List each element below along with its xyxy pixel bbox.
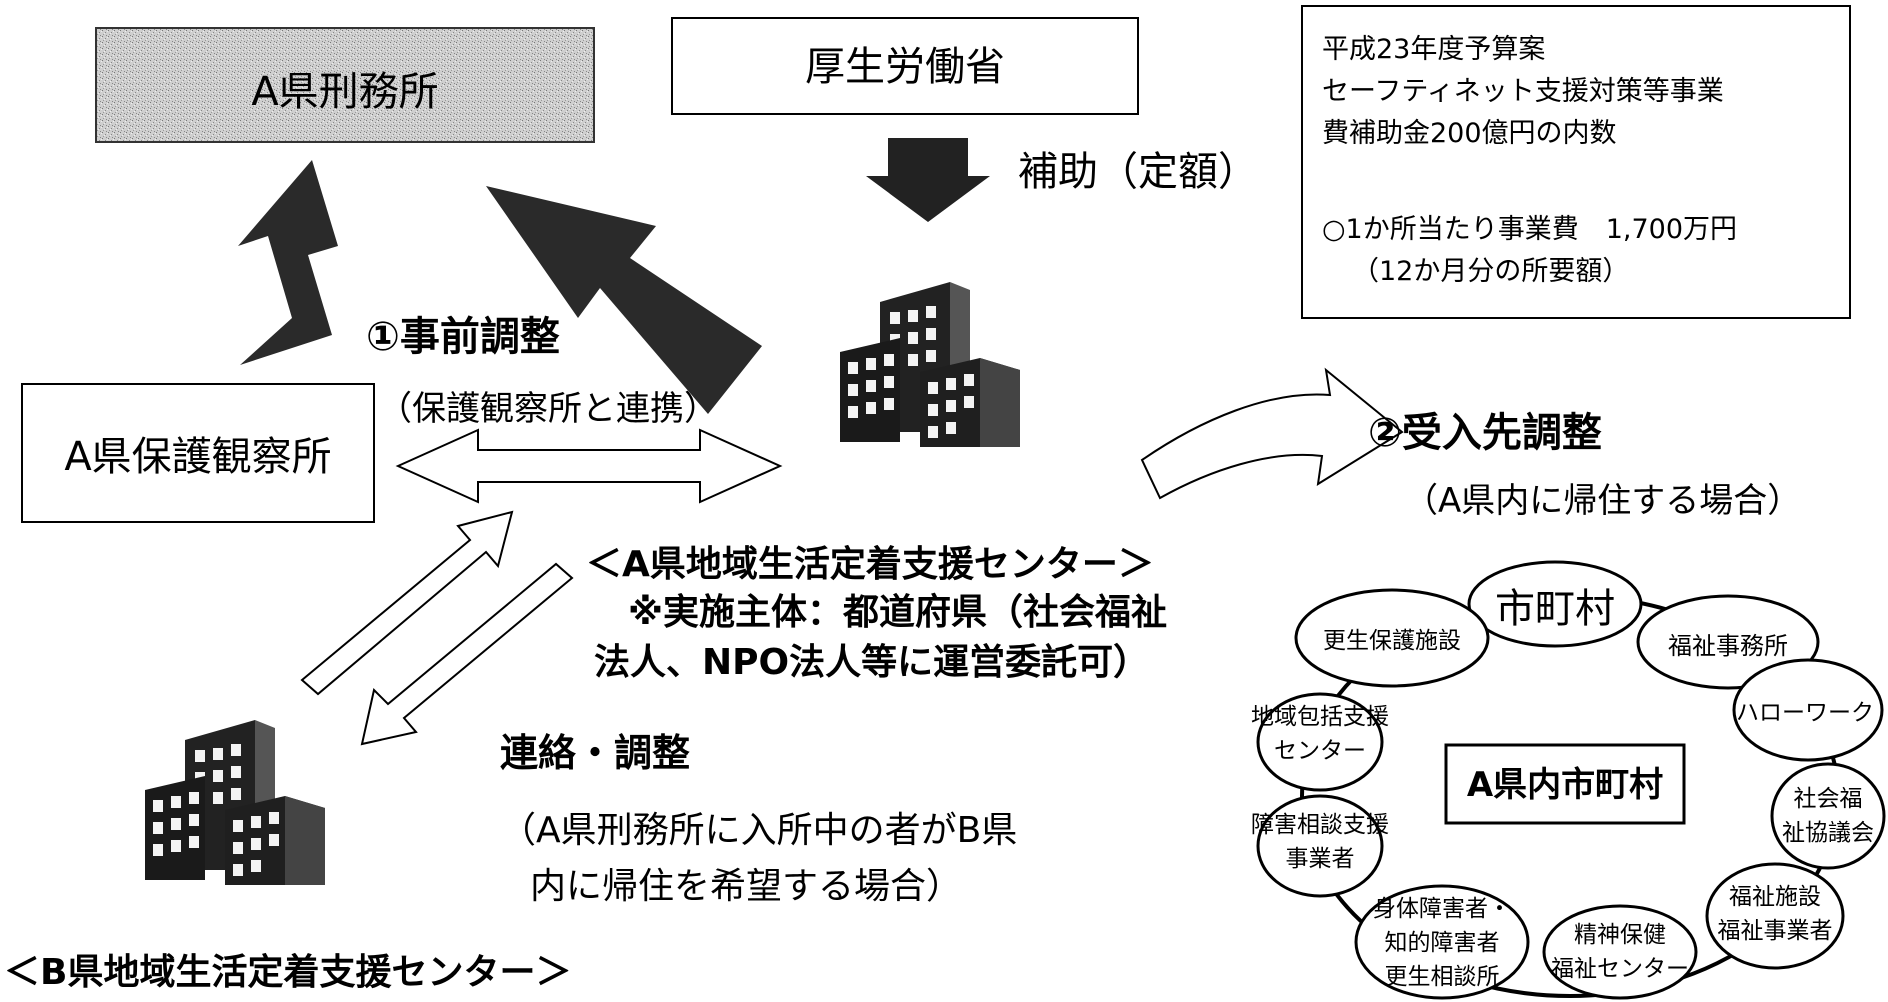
node-label-line-2: 福祉センター: [1551, 956, 1689, 982]
probation-box: A県保護観察所: [21, 383, 375, 523]
node-label-line-1: 障害相談支援: [1251, 812, 1389, 838]
node-label-line-1: 精神保健: [1574, 922, 1666, 948]
node-community-support-center: 地域包括支援 センター: [1251, 692, 1389, 792]
liaison-note-line-2: 内に帰住を希望する場合）: [530, 866, 962, 907]
subsidy-arrow-icon: [866, 138, 990, 222]
center-b-title: ＜B県地域生活定着支援センター＞: [4, 952, 571, 993]
node-disability-consultation-office: 身体障害者・ 知的障害者 更生相談所: [1354, 884, 1530, 1000]
prison-box: A県刑務所: [95, 27, 595, 143]
probation-label: A県保護観察所: [64, 434, 331, 480]
step2-title: ②受入先調整: [1368, 410, 1602, 456]
liaison-arrow-up-icon: [300, 510, 514, 696]
center-a-building-icon: [840, 282, 1020, 447]
node-label-line-3: 更生相談所: [1385, 964, 1500, 990]
municipalities-center-box: [1444, 743, 1686, 825]
prison-up-arrow-left-icon: [238, 160, 338, 365]
prison-label: A県刑務所: [251, 69, 438, 115]
node-label-line-2: 福祉事業者: [1718, 918, 1833, 944]
budget-box: 平成23年度予算案 セーフティネット支援対策等事業 費補助金200億円の内数 ○…: [1301, 5, 1851, 319]
node-label-line-1: 地域包括支援: [1251, 704, 1389, 730]
liaison-note-line-1: （A県刑務所に入所中の者がB県: [500, 810, 1017, 851]
liaison-title: 連絡・調整: [500, 731, 690, 775]
liaison-arrow-down-icon: [360, 562, 574, 746]
municipalities-center-label: A県内市町村: [1467, 765, 1663, 805]
budget-line-1: 平成23年度予算案: [1322, 34, 1545, 65]
center-b-building-icon: [145, 720, 325, 885]
center-a-title: ＜A県地域生活定着支援センター＞: [586, 544, 1154, 585]
node-rehabilitation-facility: 更生保護施設: [1294, 588, 1490, 688]
center-a-note-line-2: 法人、NPO法人等に運営委託可）: [594, 642, 1149, 683]
node-label: 福祉事務所: [1668, 632, 1788, 660]
node-label-line-2: 事業者: [1286, 846, 1355, 872]
node-label: 更生保護施設: [1323, 628, 1461, 654]
ministry-box: 厚生労働省: [671, 17, 1139, 115]
node-label: ハローワーク: [1736, 700, 1874, 726]
center-a-note-line-1: ※実施主体：都道府県（社会福祉: [628, 591, 1167, 633]
node-label-line-2: センター: [1274, 738, 1366, 764]
coordination-double-arrow-icon: [395, 428, 783, 504]
step1-title: ①事前調整: [366, 314, 560, 360]
node-municipality: 市町村: [1467, 560, 1643, 648]
budget-line-2: セーフティネット支援対策等事業: [1322, 76, 1724, 107]
step2-note: （A県内に帰住する場合）: [1404, 481, 1801, 521]
node-label-line-1: 福祉施設: [1729, 884, 1821, 910]
step1-note: （保護観察所と連携）: [378, 389, 718, 429]
node-label-line-1: 身体障害者・: [1373, 896, 1511, 922]
budget-line-4: ○1か所当たり事業費 1,700万円: [1322, 214, 1737, 245]
subsidy-label: 補助（定額）: [1018, 149, 1258, 195]
budget-line-5: （12か月分の所要額）: [1352, 256, 1629, 287]
node-label: 市町村: [1495, 586, 1615, 632]
node-label-line-1: 社会福: [1794, 786, 1863, 812]
budget-line-3: 費補助金200億円の内数: [1322, 118, 1617, 149]
prison-up-arrow-right-icon: [486, 186, 762, 414]
curved-arrow-icon: [1140, 367, 1404, 500]
ministry-label: 厚生労働省: [805, 44, 1005, 90]
node-social-welfare-council: 社会福 祉協議会: [1770, 762, 1886, 870]
node-hello-work: ハローワーク: [1732, 658, 1884, 762]
node-label-line-2: 知的障害者: [1385, 930, 1500, 956]
node-welfare-facilities: 福祉施設 福祉事業者: [1705, 862, 1845, 970]
node-disability-support-provider: 障害相談支援 事業者: [1251, 794, 1389, 898]
node-mental-health-center: 精神保健 福祉センター: [1542, 904, 1698, 1000]
municipalities-network: A県内市町村 市町村 福祉事務所 ハローワーク 社会福 祉協議会 福祉施設 福祉…: [1251, 560, 1886, 1000]
node-label-line-2: 祉協議会: [1782, 820, 1874, 846]
